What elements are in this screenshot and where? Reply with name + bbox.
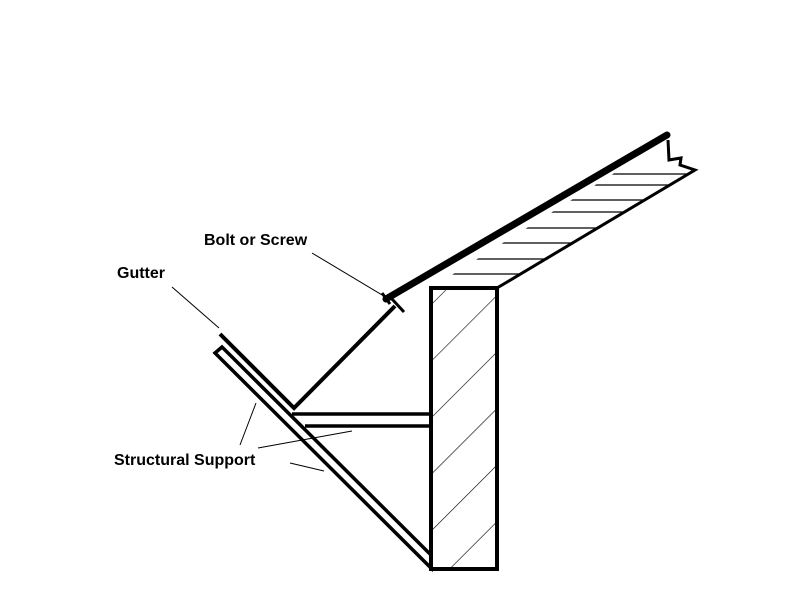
structural-support-brace: [292, 412, 433, 428]
gutter: [218, 304, 397, 411]
roof-sheathing: [382, 131, 671, 303]
bolt-icon: [380, 292, 406, 314]
wall: [429, 286, 499, 571]
leader-lines: [171, 252, 383, 472]
bolt-label: Bolt or Screw: [204, 232, 308, 249]
structural-support-diagonal: [212, 344, 433, 573]
structural-support-label: Structural Support: [114, 452, 256, 469]
roof-beam: [431, 139, 699, 290]
gutter-label: Gutter: [117, 265, 165, 282]
